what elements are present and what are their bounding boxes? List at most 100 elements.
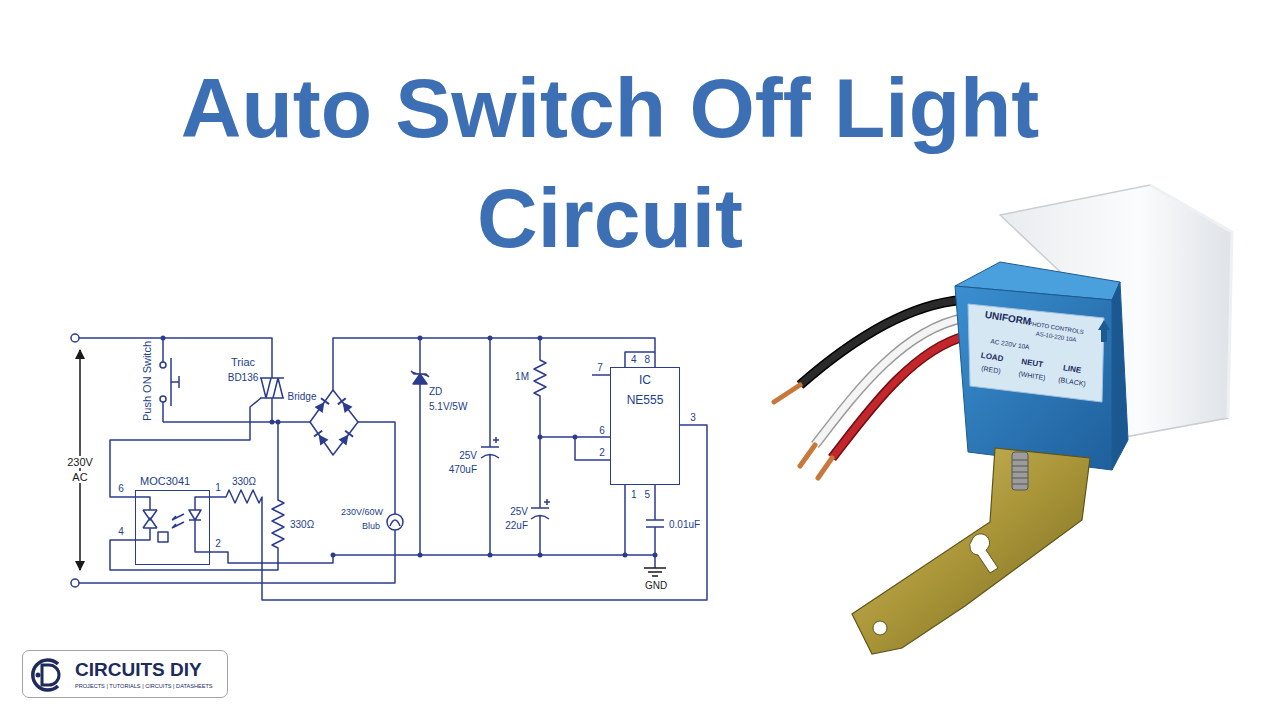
component-label: 330Ω: [231, 476, 257, 487]
copper-tip: [818, 458, 832, 478]
terminal: [71, 579, 79, 587]
light-arrows: [172, 514, 184, 528]
page-title: Auto Switch Off Light Circuit: [140, 53, 1080, 273]
component-label: Push ON Switch: [141, 340, 153, 422]
wire: [162, 338, 164, 422]
box-heading: IC: [639, 374, 651, 388]
component-label: 7: [596, 362, 604, 373]
component-label: 470uF: [448, 464, 478, 475]
art-part: [418, 553, 423, 558]
dome-edge: [1150, 185, 1232, 418]
diode-symbol: [337, 397, 352, 413]
wire: [163, 421, 310, 423]
logo-d: [42, 665, 59, 685]
logo-c: [33, 660, 58, 690]
optotriac-symbol: [135, 497, 157, 540]
art-part: [538, 435, 543, 440]
component-label: 5.1V/5W: [428, 401, 468, 412]
push-switch-symbol: [171, 358, 179, 406]
diode-symbol: [313, 430, 328, 446]
logo-mark: [33, 660, 59, 690]
wire: [79, 422, 395, 583]
housing-sticker: [968, 304, 1104, 402]
component-label: 230V/60W: [340, 508, 384, 518]
logo-dot: [36, 673, 41, 678]
component-label: 2: [214, 538, 222, 549]
diode-symbol: [338, 430, 353, 446]
wire: [419, 338, 421, 555]
box-text: NE555: [627, 394, 664, 408]
resistor-symbol: [210, 425, 707, 600]
component-label: 230V: [66, 456, 94, 468]
component-label: Blub: [361, 522, 381, 532]
component-label: 0.01uF: [668, 519, 701, 530]
wire: [625, 352, 655, 367]
red-wire: [832, 336, 966, 458]
component-label: 6: [598, 425, 606, 436]
component-label: 6: [117, 483, 125, 494]
bracket-hole: [873, 621, 887, 635]
art-part: [276, 420, 281, 425]
housing-front: [955, 286, 1112, 470]
component-label: 1: [214, 482, 222, 493]
red-wire: [832, 336, 966, 458]
copper-tip: [800, 445, 815, 466]
art-part: [488, 553, 493, 558]
component-label: Bridge: [287, 391, 318, 402]
mounting-bracket: [852, 448, 1090, 654]
wire: [110, 398, 261, 497]
component-label: 4: [117, 526, 125, 537]
component-label: 22uF: [504, 520, 529, 531]
capacitor-symbol: [481, 338, 499, 555]
wire: [540, 375, 610, 460]
wire: [210, 552, 333, 563]
terminal: [71, 334, 79, 342]
copper-tip: [774, 385, 800, 402]
component-label: AC: [71, 471, 88, 483]
component-label: ZD: [428, 386, 443, 397]
component-label: 3: [689, 412, 697, 423]
switch-contact: [160, 396, 166, 402]
wire: [333, 338, 655, 390]
part-name: MOC3041: [140, 475, 190, 488]
up-arrow-icon: [1098, 320, 1110, 342]
art-part: [653, 553, 658, 558]
screw: [1012, 452, 1028, 490]
component-label: 8: [643, 354, 651, 365]
art-part: [623, 553, 628, 558]
art-part: [270, 420, 275, 425]
component-label: 5: [643, 489, 651, 500]
box-heading: CIRCUITS DIY: [75, 659, 202, 681]
led-symbol: [189, 497, 210, 552]
wire: [333, 485, 655, 555]
resistor-symbol: [110, 422, 284, 570]
art-part: [161, 336, 166, 341]
optocoupler-box: MOC3041: [135, 490, 210, 565]
zener-symbol: [411, 371, 429, 384]
bulb-filament: [390, 520, 400, 526]
screw-thread: [1012, 460, 1028, 484]
component-label: 4: [630, 354, 638, 365]
ic-box: IC NE555: [610, 367, 680, 485]
resistor-symbol: [534, 338, 546, 508]
capacitor-symbol: [531, 499, 550, 555]
wire: [271, 398, 273, 422]
component-label: 330Ω: [289, 519, 315, 530]
art-part: [538, 336, 543, 341]
component-label: Triac: [230, 356, 256, 368]
box-text: PROJECTS | TUTORIALS | CIRCUITS | DATASH…: [75, 683, 213, 689]
housing-side: [1112, 282, 1128, 470]
component-label: 25V: [458, 450, 478, 461]
junction-dots: [161, 336, 658, 558]
component-label: 2: [598, 447, 606, 458]
component-label: GND: [644, 580, 668, 591]
zero-cross-symbol: [158, 532, 168, 542]
art-part: [538, 553, 543, 558]
bulb-symbol: [387, 514, 403, 530]
component-label: 25V: [509, 506, 529, 517]
art-part: [488, 336, 493, 341]
bracket-slot: [970, 534, 998, 573]
component-label: BD136: [227, 372, 260, 383]
photo-control-illustration: [774, 185, 1232, 654]
